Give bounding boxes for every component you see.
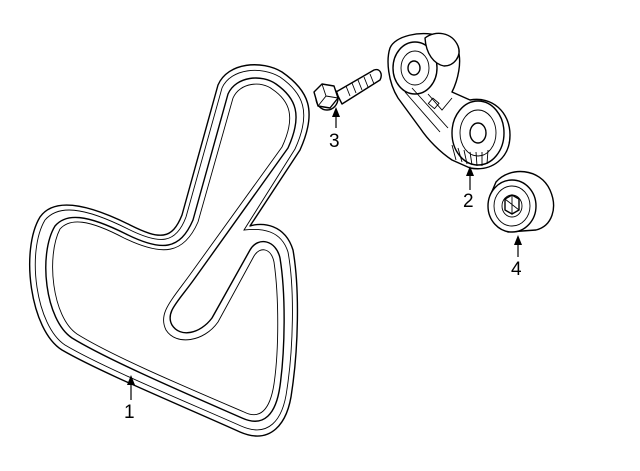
belt-tensioner[interactable] [387,32,511,170]
callout-2: 2 [463,191,474,212]
bolt[interactable] [313,68,382,111]
callout-3-leader [332,107,340,128]
serpentine-belt[interactable] [29,64,310,437]
callout-1: 1 [124,402,135,423]
idler-pulley[interactable] [487,170,555,233]
callout-4-leader [514,235,522,257]
callout-1-leader [127,375,135,400]
callout-2-leader [466,166,474,190]
callout-4: 4 [511,259,522,280]
callout-3: 3 [329,131,340,152]
